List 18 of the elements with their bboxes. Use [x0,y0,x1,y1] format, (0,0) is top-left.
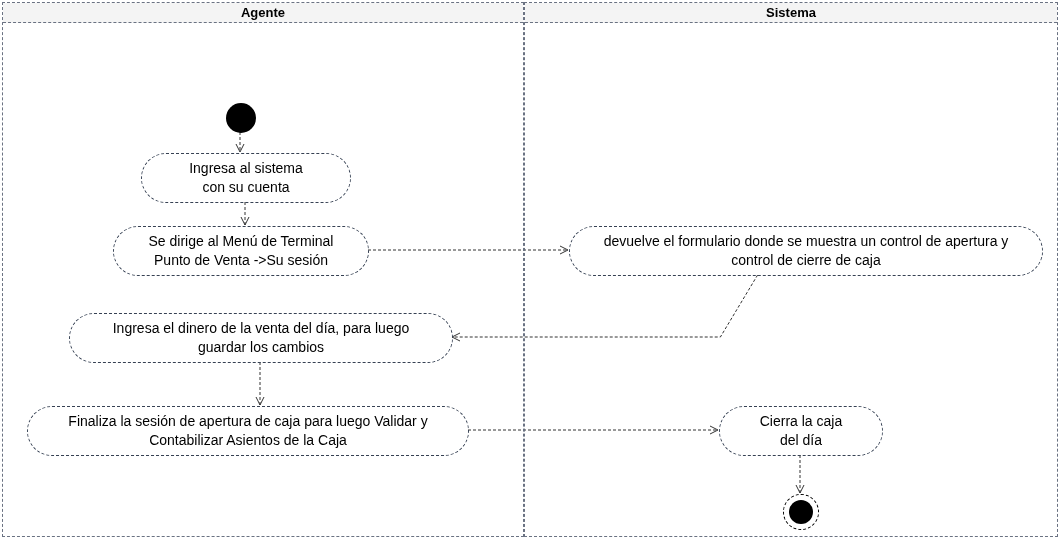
activity-label: devuelve el formulario donde se muestra un control de apertura y control de cierre de caja [602,232,1010,270]
swimlane [2,2,524,537]
activity-label: Finaliza la sesión de apertura de caja para luego Validar y Contabilizar Asientos de la Caja [67,412,429,450]
lane-title: Agente [240,3,286,22]
swimlane [524,2,1058,537]
control-flow-arrow [467,425,719,435]
control-flow-arrow [255,361,265,406]
activity-label: Se dirige al Menú de Terminal Punto de Venta ->Su sesión [147,232,335,270]
control-flow-arrow [235,131,245,153]
control-flow-arrow [240,201,250,226]
initial-node [226,103,256,133]
activity-label: Ingresa al sistema con su cuenta [188,159,304,197]
lane-title: Sistema [766,3,816,22]
activity-label: Cierra la caja del día [758,412,844,450]
control-flow-arrow [451,274,759,342]
control-flow-arrow [795,454,805,494]
activity-label: Ingresa el dinero de la venta del día, para luego guardar los cambios [111,319,411,357]
control-flow-arrow [367,245,569,255]
